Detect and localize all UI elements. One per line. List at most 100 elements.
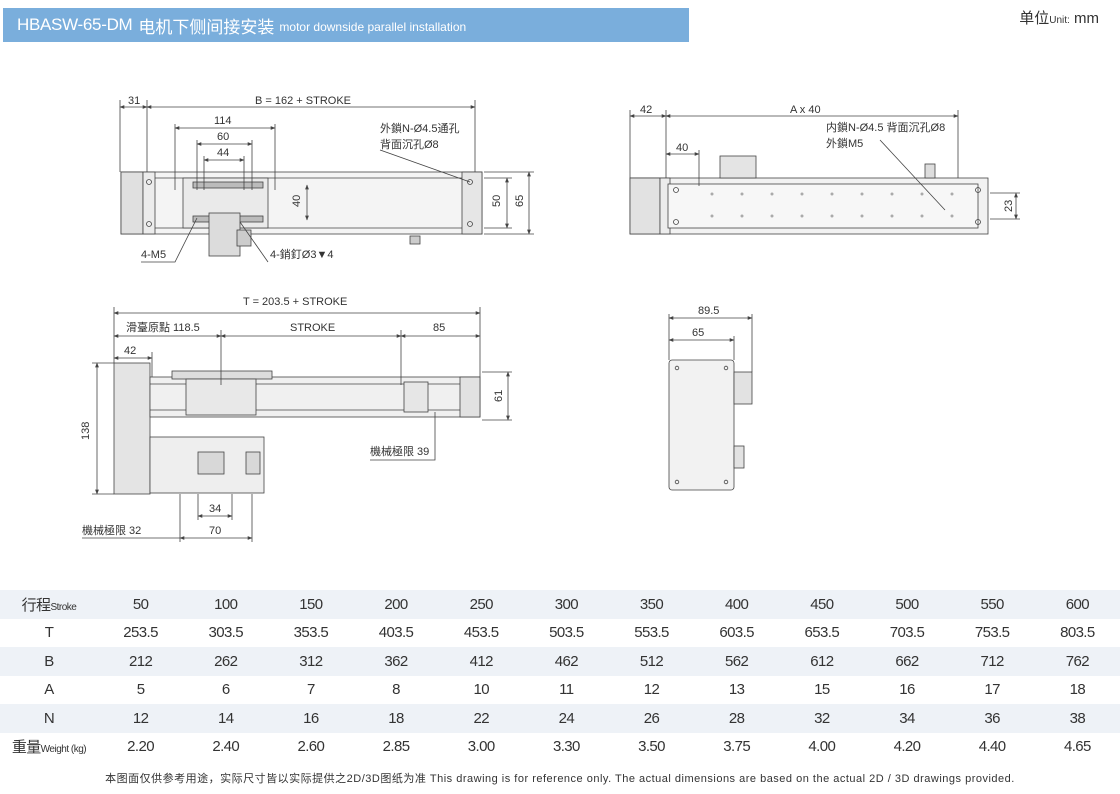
spec-cell: 4.65 bbox=[1034, 732, 1120, 761]
spec-cell: 753.5 bbox=[949, 618, 1035, 647]
spec-cell: 653.5 bbox=[779, 618, 865, 647]
spec-row-label-main: B bbox=[44, 652, 54, 670]
dim-a: A x 40 bbox=[790, 104, 821, 116]
spec-cell: 4.40 bbox=[949, 732, 1035, 761]
spec-cell: 24 bbox=[523, 704, 609, 733]
note-hole-1: 外鎖N-Ø4.5通孔 bbox=[380, 121, 459, 135]
spec-cell: 350 bbox=[608, 590, 695, 619]
dim-114: 114 bbox=[214, 115, 232, 127]
spec-cell: 26 bbox=[608, 704, 695, 733]
side-view bbox=[82, 307, 512, 542]
dim-t: T = 203.5 + STROKE bbox=[243, 296, 347, 308]
spec-cell: 453.5 bbox=[438, 618, 524, 647]
spec-cell: 662 bbox=[864, 647, 950, 676]
spec-row-label-main: N bbox=[43, 709, 55, 727]
spec-cell: 50 bbox=[98, 590, 184, 619]
technical-drawing: 31 B = 162 + STROKE 114 60 44 40 50 65 外… bbox=[80, 95, 1020, 542]
dim-34: 34 bbox=[209, 503, 221, 515]
unit-en: Unit: bbox=[1049, 15, 1070, 26]
spec-cell: 8 bbox=[353, 675, 439, 704]
spec-cell: 562 bbox=[694, 647, 780, 676]
dim-limit-32: 機械極限 32 bbox=[82, 523, 141, 537]
spec-cell: 32 bbox=[779, 704, 865, 733]
spec-row-label-main: 重量 bbox=[11, 739, 41, 757]
dim-70: 70 bbox=[209, 525, 221, 537]
spec-cell: 250 bbox=[438, 590, 524, 619]
spec-cell: 762 bbox=[1034, 647, 1120, 676]
spec-cell: 18 bbox=[353, 704, 439, 733]
title-banner: HBASW-65-DM 电机下侧间接安装 motor downside para… bbox=[3, 8, 689, 42]
spec-cell: 2.40 bbox=[183, 732, 269, 761]
spec-row-label-main: T bbox=[44, 624, 54, 642]
spec-cell: 11 bbox=[523, 675, 609, 704]
spec-cell: 12 bbox=[608, 675, 695, 704]
dim-61: 61 bbox=[493, 390, 505, 402]
dim-31: 31 bbox=[128, 95, 140, 107]
dim-23: 23 bbox=[1003, 200, 1015, 212]
spec-cell: 15 bbox=[779, 675, 865, 704]
spec-cell: 7 bbox=[268, 675, 354, 704]
spec-cell: 16 bbox=[268, 704, 354, 733]
spec-row-label: B bbox=[0, 647, 98, 676]
spec-cell: 803.5 bbox=[1034, 618, 1120, 647]
title-cn: 电机下侧间接安装 bbox=[138, 17, 275, 37]
dim-89-5: 89.5 bbox=[698, 305, 719, 317]
spec-cell: 14 bbox=[183, 704, 269, 733]
note-pin: 4-銷釘Ø3▼4 bbox=[270, 247, 333, 261]
spec-cell: 253.5 bbox=[98, 618, 184, 647]
spec-cell: 212 bbox=[98, 647, 184, 676]
dim-b: B = 162 + STROKE bbox=[255, 95, 351, 107]
bottom-view bbox=[629, 110, 1020, 235]
title-en: motor downside parallel installation bbox=[279, 19, 467, 34]
spec-cell: 703.5 bbox=[864, 618, 950, 647]
spec-cell: 2.20 bbox=[98, 732, 184, 761]
unit-cn: 单位 bbox=[1019, 10, 1050, 27]
spec-cell: 4.20 bbox=[864, 732, 950, 761]
spec-cell: 2.60 bbox=[268, 732, 354, 761]
spec-cell: 10 bbox=[438, 675, 524, 704]
spec-row-label: N bbox=[0, 704, 98, 733]
spec-cell: 553.5 bbox=[608, 618, 695, 647]
spec-cell: 12 bbox=[98, 704, 184, 733]
spec-cell: 6 bbox=[183, 675, 269, 704]
spec-cell: 22 bbox=[438, 704, 524, 733]
spec-cell: 17 bbox=[949, 675, 1035, 704]
unit-value: mm bbox=[1074, 10, 1099, 27]
spec-cell: 16 bbox=[864, 675, 950, 704]
model-name: HBASW-65-DM bbox=[17, 15, 133, 34]
dim-65-end: 65 bbox=[692, 327, 704, 339]
spec-row-label-main: A bbox=[44, 681, 54, 699]
dim-138: 138 bbox=[80, 422, 92, 440]
dim-50: 50 bbox=[491, 195, 503, 207]
dim-limit-39: 機械極限 39 bbox=[370, 444, 429, 458]
spec-row-label: 重量Weight (kg) bbox=[0, 732, 98, 761]
spec-cell: 303.5 bbox=[183, 618, 269, 647]
spec-cell: 200 bbox=[353, 590, 439, 619]
spec-row-label-main: 行程 bbox=[21, 596, 51, 614]
dim-85: 85 bbox=[433, 322, 445, 334]
note-m5: 4-M5 bbox=[141, 249, 166, 261]
spec-cell: 3.00 bbox=[438, 732, 524, 761]
top-view bbox=[119, 100, 534, 263]
spec-cell: 312 bbox=[268, 647, 354, 676]
dim-65-top: 65 bbox=[514, 195, 526, 207]
spec-cell: 400 bbox=[694, 590, 780, 619]
dim-40-top: 40 bbox=[291, 195, 303, 207]
spec-cell: 13 bbox=[694, 675, 780, 704]
spec-cell: 150 bbox=[268, 590, 354, 619]
spec-cell: 38 bbox=[1034, 704, 1120, 733]
spec-row-label: T bbox=[0, 618, 98, 647]
spec-cell: 3.50 bbox=[608, 732, 695, 761]
spec-cell: 100 bbox=[183, 590, 269, 619]
note-hole-2: 背面沉孔Ø8 bbox=[380, 137, 439, 151]
spec-cell: 3.30 bbox=[523, 732, 609, 761]
dim-44: 44 bbox=[217, 147, 229, 159]
dim-42-side: 42 bbox=[124, 345, 136, 357]
note-outer-m5: 外鎖M5 bbox=[826, 136, 863, 150]
spec-cell: 603.5 bbox=[694, 618, 780, 647]
